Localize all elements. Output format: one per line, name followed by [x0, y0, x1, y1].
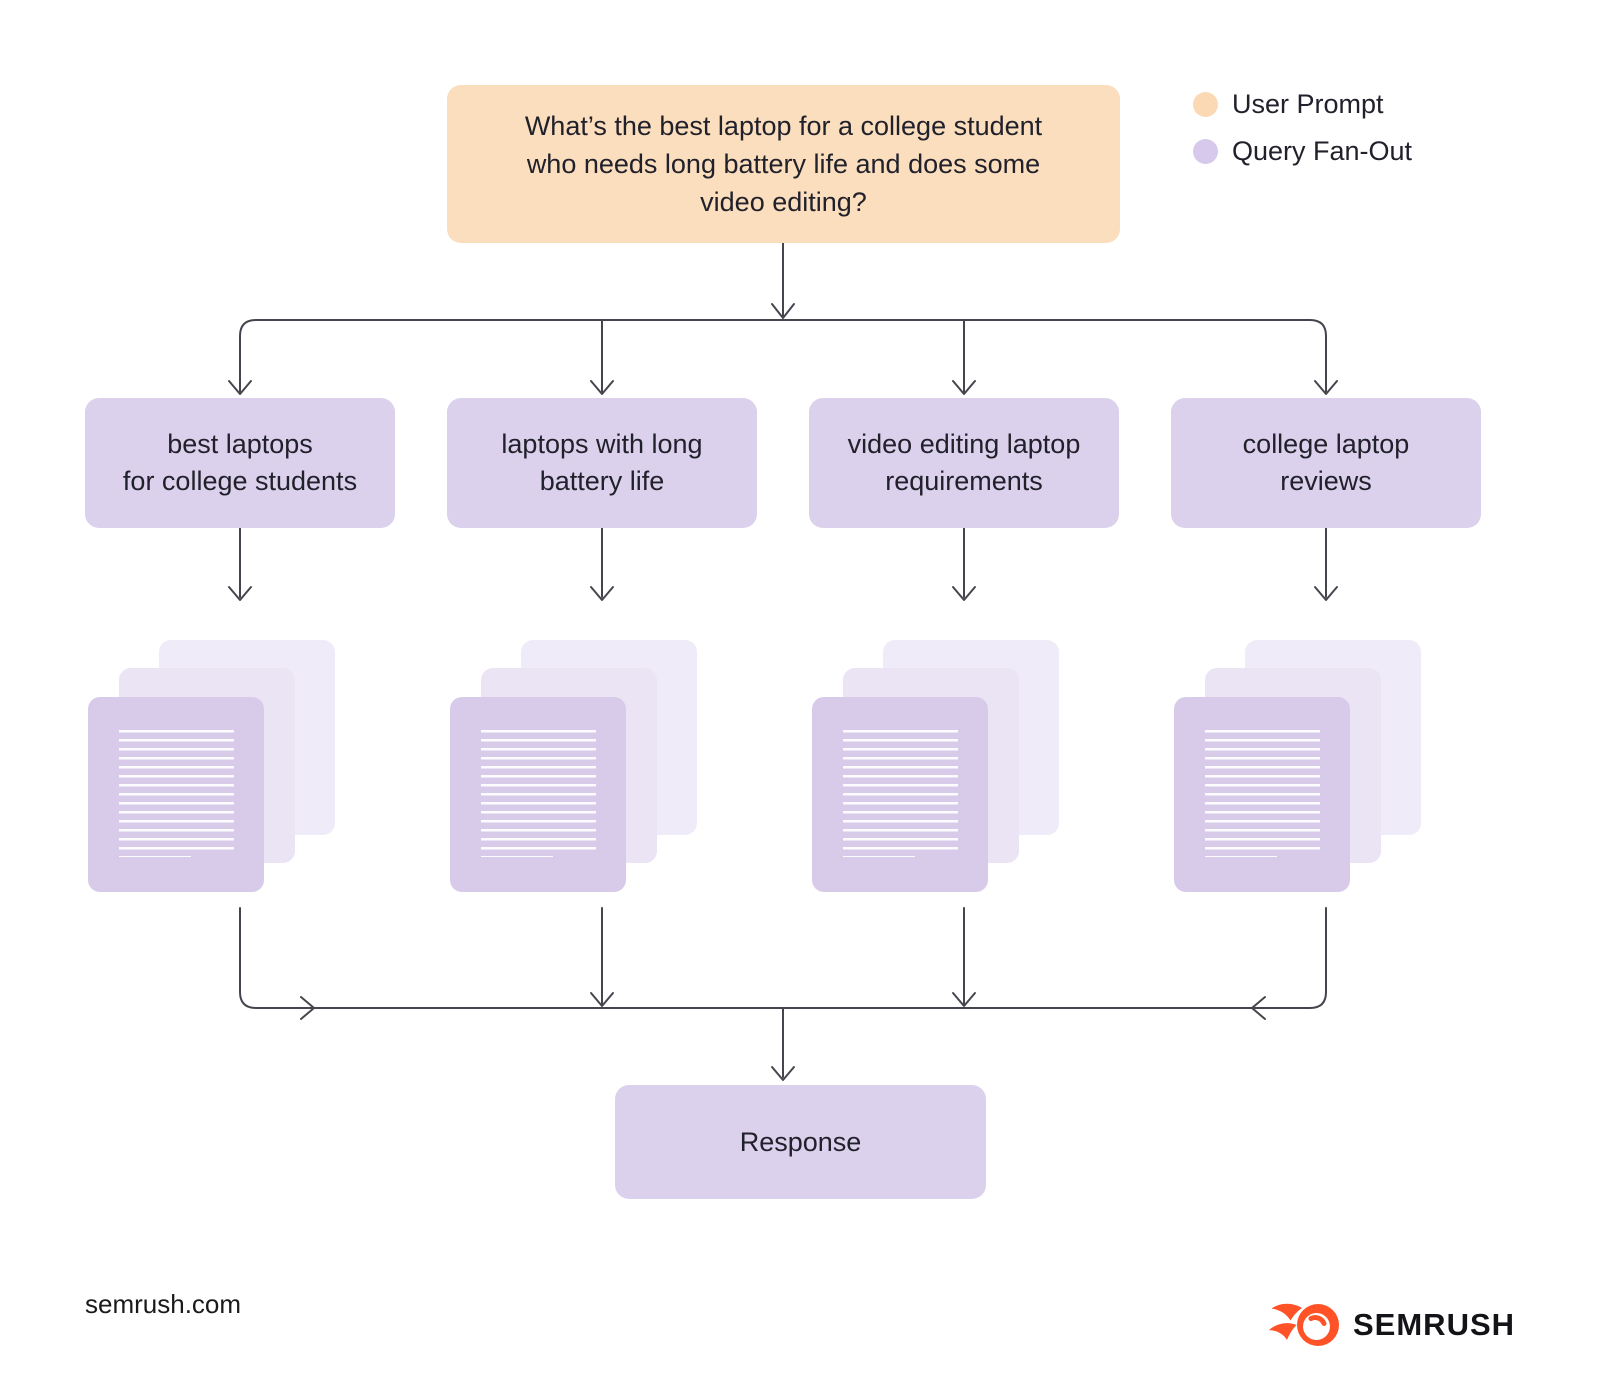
document-text-lines — [843, 730, 958, 857]
arrowhead-down — [590, 380, 614, 395]
document-stack-icon — [450, 640, 698, 892]
arrowhead-left — [1251, 996, 1266, 1020]
legend-label: Query Fan-Out — [1232, 136, 1413, 166]
document-text-lines — [119, 730, 234, 857]
arrowhead-right — [300, 996, 315, 1020]
semrush-wordmark: SEMRUSH — [1353, 1307, 1516, 1342]
site-url: semrush.com — [85, 1289, 242, 1319]
user-prompt-box: What’s the best laptop for a college stu… — [447, 85, 1120, 243]
document-text-lines — [481, 730, 596, 857]
legend-item-query-fanout: Query Fan-Out — [1193, 135, 1412, 168]
user-prompt-dot-icon — [1193, 92, 1218, 117]
document-stack-icon — [1174, 640, 1422, 892]
arrowhead-down — [1314, 380, 1338, 395]
arrowhead-down — [590, 586, 614, 601]
arrowhead-down — [228, 380, 252, 395]
document-stack-icon — [812, 640, 1060, 892]
query-fanout-dot-icon — [1193, 139, 1218, 164]
arrowhead-down — [1314, 586, 1338, 601]
semrush-logo: SEMRUSH — [1266, 1298, 1515, 1350]
legend: User Prompt Query Fan-Out — [1193, 88, 1412, 182]
legend-item-user-prompt: User Prompt — [1193, 88, 1412, 121]
response-box: Response — [615, 1085, 986, 1199]
arrowhead-down — [771, 303, 795, 319]
document-card-front — [1174, 697, 1350, 892]
arrowhead-down — [952, 992, 976, 1007]
query-box-video-editing: video editing laptop requirements — [809, 398, 1119, 528]
query-box-best-laptops: best laptops for college students — [85, 398, 395, 528]
document-card-front — [88, 697, 264, 892]
arrowhead-down — [952, 586, 976, 601]
document-card-front — [812, 697, 988, 892]
query-box-college-reviews: college laptop reviews — [1171, 398, 1481, 528]
arrowhead-down — [952, 380, 976, 395]
document-stack-icon — [88, 640, 336, 892]
document-text-lines — [1205, 730, 1320, 857]
arrowhead-down — [771, 1066, 795, 1081]
query-box-battery-life: laptops with long battery life — [447, 398, 757, 528]
arrowhead-down — [590, 992, 614, 1007]
semrush-flame-icon — [1269, 1303, 1339, 1346]
arrowhead-down — [228, 586, 252, 601]
document-card-front — [450, 697, 626, 892]
legend-label: User Prompt — [1232, 89, 1384, 119]
